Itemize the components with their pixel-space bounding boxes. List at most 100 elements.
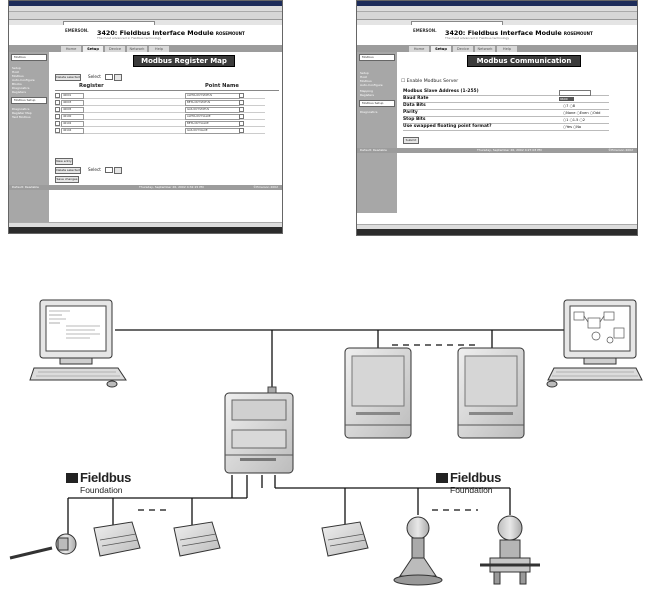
row-checkbox[interactable] xyxy=(55,93,60,98)
swapped-float-radios[interactable]: ○Yes ○No xyxy=(563,125,582,129)
menu-bar[interactable] xyxy=(9,6,282,12)
app-title: 3420: Fieldbus Interface Module ROSEMOUN… xyxy=(97,29,245,37)
emerson-logo: EMERSON. xyxy=(413,28,437,33)
stop-bits-radios[interactable]: ○1 ○1.5 ○2 xyxy=(563,118,585,122)
row-checkbox[interactable] xyxy=(55,114,60,119)
select-dropdown-bottom[interactable] xyxy=(105,167,113,173)
sidebar: Modbus Setup Host Modbus Auto-Configure … xyxy=(9,52,49,223)
workstation-right xyxy=(546,299,643,388)
register-cell[interactable]: 40003 xyxy=(61,100,84,106)
tab-setup[interactable]: Setup xyxy=(431,46,451,52)
save-changes-button[interactable]: Save changes xyxy=(55,176,79,183)
register-cell[interactable]: 40001 xyxy=(61,93,84,99)
table-header: Register Point Name xyxy=(55,83,279,91)
sidebar: Modbus Setup Host Modbus Auto-Configure … xyxy=(357,52,397,213)
menu-bar[interactable] xyxy=(357,6,637,12)
register-cell[interactable]: 40100 xyxy=(61,114,84,120)
row-checkbox[interactable] xyxy=(55,128,60,133)
sidebar-item-autoconfig[interactable]: Auto-Configure xyxy=(360,83,383,87)
field-slave-address: Modbus Slave Address (1-255) xyxy=(403,89,609,96)
footer-left: Default: Readable xyxy=(360,148,387,152)
tab-setup[interactable]: Setup xyxy=(83,46,103,52)
select-go-button[interactable] xyxy=(114,74,122,81)
tab-help[interactable]: Help xyxy=(497,46,517,52)
fieldbus-mark-icon xyxy=(436,472,448,483)
modbus-setup-button[interactable]: Modbus Setup xyxy=(359,100,395,107)
footer-bar: Default: Readable Thursday, September 26… xyxy=(9,185,282,190)
sidebar-item-test[interactable]: Test Modbus xyxy=(12,115,31,119)
tab-device[interactable]: Device xyxy=(105,46,125,52)
sidebar-item-modbus[interactable]: Modbus xyxy=(12,74,24,78)
tab-help[interactable]: Help xyxy=(149,46,169,52)
delete-selected-top-button[interactable]: Delete selected xyxy=(55,74,81,81)
sidebar-item-blocks[interactable]: Blocks xyxy=(12,82,22,86)
new-entry-button[interactable]: New entry xyxy=(55,158,73,165)
submit-button[interactable]: Submit xyxy=(403,137,419,144)
row-checkbox[interactable] xyxy=(55,107,60,112)
sidebar-item-diagnostics[interactable]: Diagnostics xyxy=(360,110,378,114)
point-picker-button[interactable] xyxy=(239,107,244,112)
register-cell[interactable]: 40104 xyxy=(61,128,84,134)
row-checkbox[interactable] xyxy=(55,121,60,126)
sidebar-item-setup[interactable]: Setup xyxy=(360,71,369,75)
data-bits-radios[interactable]: ○7 ○8 xyxy=(563,104,575,108)
page-banner: Modbus Register Map xyxy=(133,55,235,67)
tab-device[interactable]: Device xyxy=(453,46,473,52)
register-cell[interactable]: 40005 xyxy=(61,107,84,113)
sidebar-item-modbus[interactable]: Modbus xyxy=(360,79,372,83)
sidebar-item-diagnostics[interactable]: Diagnostics xyxy=(12,86,30,90)
sidebar-item-mapping[interactable]: Mapping xyxy=(360,89,373,93)
point-picker-button[interactable] xyxy=(239,93,244,98)
module-enclosure-2 xyxy=(457,347,525,439)
tab-network[interactable]: Network xyxy=(475,46,495,52)
tab-network[interactable]: Network xyxy=(127,46,147,52)
sidebar-item-setup[interactable]: Setup xyxy=(12,66,21,70)
sidebar-dropdown[interactable]: Modbus xyxy=(359,54,395,61)
sidebar-item-diag2[interactable]: Diagnostics xyxy=(12,107,30,111)
nav-tabs: Home Setup Device Network Help xyxy=(357,45,637,52)
point-picker-button[interactable] xyxy=(239,128,244,133)
sidebar-dropdown[interactable]: Modbus xyxy=(11,54,47,61)
select-dropdown[interactable] xyxy=(105,74,113,80)
baud-rate-select[interactable]: 9600 xyxy=(559,97,574,101)
enable-modbus-checkbox[interactable]: ☐ Enable Modbus Server xyxy=(401,79,459,84)
point-picker-button[interactable] xyxy=(239,121,244,126)
sidebar-item-registers[interactable]: Registers xyxy=(12,90,26,94)
footer-timestamp: Thursday, September 26, 2002 4:27:03 PM xyxy=(477,148,542,152)
app-subtitle: The most advanced in Fieldbus technology xyxy=(97,36,162,40)
sidebar-item-registers[interactable]: Registers xyxy=(360,93,374,97)
sidebar-item-autoconfig[interactable]: Auto-Configure xyxy=(12,78,35,82)
tab-home[interactable]: Home xyxy=(409,46,429,52)
sidebar-item-host[interactable]: Host xyxy=(360,75,367,79)
tab-home[interactable]: Home xyxy=(61,46,81,52)
parity-radios[interactable]: ○None ○Even ○Odd xyxy=(563,111,601,115)
select-label-bottom: Select xyxy=(88,167,101,172)
fieldbus-mark-icon xyxy=(66,472,78,483)
sidebar-item-host[interactable]: Host xyxy=(12,70,19,74)
fieldbus-foundation-logo-left: Fieldbus Foundation xyxy=(66,470,131,495)
taskbar xyxy=(357,229,637,235)
sidebar-item-register-map[interactable]: Register Map xyxy=(12,111,32,115)
temperature-transmitter xyxy=(9,533,77,560)
network-wiring xyxy=(67,329,570,540)
browser-toolbar[interactable] xyxy=(9,12,282,20)
page-banner: Modbus Communication xyxy=(467,55,581,67)
app-subtitle: The most advanced in Fieldbus technology xyxy=(445,36,510,40)
row-checkbox[interactable] xyxy=(55,100,60,105)
point-picker-button[interactable] xyxy=(239,114,244,119)
radar-level-transmitter xyxy=(393,516,443,586)
point-picker-button[interactable] xyxy=(239,100,244,105)
slave-address-input[interactable] xyxy=(559,90,591,96)
delete-selected-button[interactable]: Delete selected xyxy=(55,167,81,174)
select-go-button-bottom[interactable] xyxy=(114,167,122,174)
register-cell[interactable]: 40102 xyxy=(61,121,84,127)
modbus-setup-button[interactable]: Modbus Setup xyxy=(11,97,47,104)
footer-copyright: ©Emerson 2002 xyxy=(608,148,633,152)
browser-toolbar[interactable] xyxy=(357,12,637,20)
field-swapped-float: Use swapped floating point format?○Yes ○… xyxy=(403,124,609,131)
